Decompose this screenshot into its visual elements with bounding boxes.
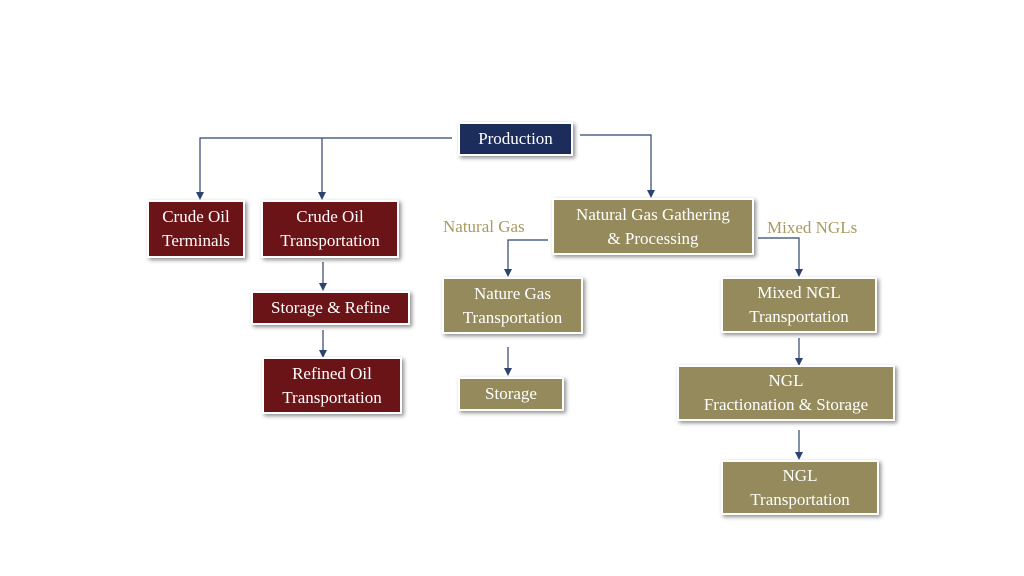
nature-gas-transportation-node: Nature Gas Transportation (442, 277, 583, 334)
connector-gathering-to-nature-gas-transportation (504, 239, 548, 277)
production-node: Production (458, 122, 573, 156)
crude-oil-transportation-node: Crude Oil Transportation (261, 200, 399, 258)
refined-oil-transportation-node: Refined Oil Transportation (262, 357, 402, 414)
mixed-ngls-label: Mixed NGLs (767, 218, 858, 237)
crude-oil-terminals-node: Crude Oil Terminals (147, 200, 245, 258)
storage-refine-node: Storage & Refine (251, 291, 410, 325)
connector-production-to-crude-oil-terminals (196, 137, 452, 200)
ngl-transportation-node: NGL Transportation (721, 460, 879, 515)
connector-production-to-natural-gas-gathering (580, 134, 655, 198)
connector-gathering-to-mixed-ngl (758, 237, 803, 277)
natural-gas-gathering-node: Natural Gas Gathering & Processing (552, 198, 754, 255)
storage-node: Storage (458, 377, 564, 411)
natural-gas-label: Natural Gas (443, 217, 525, 236)
mixed-ngl-transportation-node: Mixed NGL Transportation (721, 277, 877, 333)
ngl-fractionation-storage-node: NGL Fractionation & Storage (677, 365, 895, 421)
